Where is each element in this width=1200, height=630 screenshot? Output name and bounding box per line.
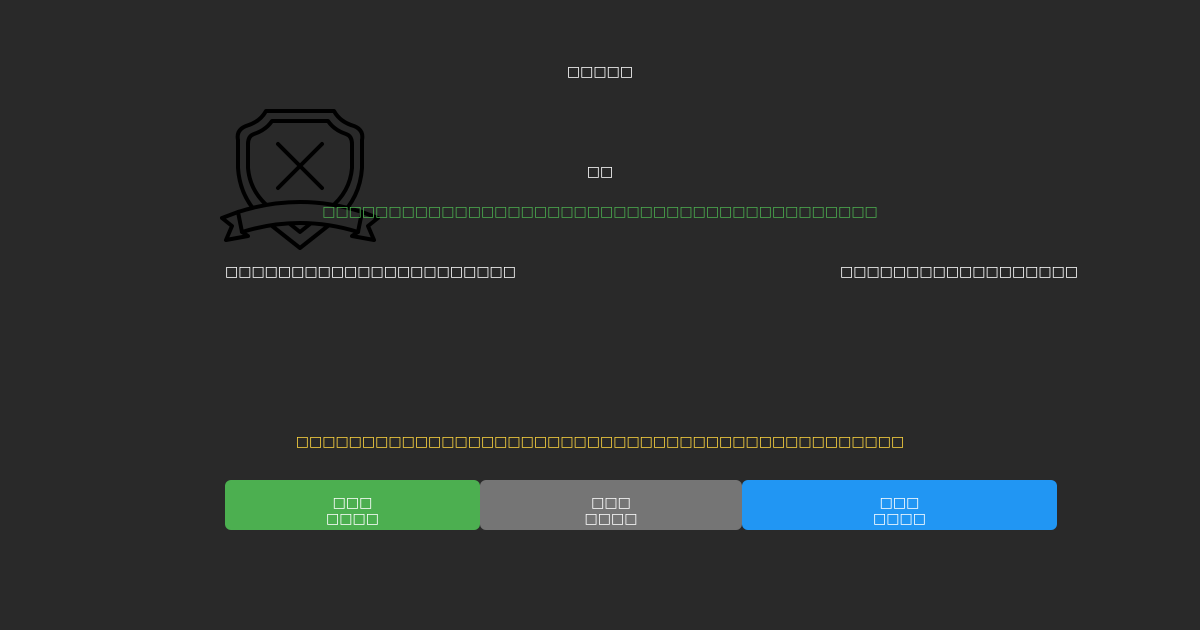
action-button-2-line1: □□□ (591, 495, 631, 511)
action-button-2[interactable]: □□□ □□□□ (480, 480, 742, 530)
right-caption: □□□□□□□□□□□□□□□□□□ (840, 264, 1079, 280)
action-button-3-line2: □□□□ (873, 511, 926, 527)
action-button-1[interactable]: □□□ □□□□ (225, 480, 480, 530)
action-button-1-line2: □□□□ (326, 511, 379, 527)
shield-x-icon (218, 106, 382, 252)
left-caption: □□□□□□□□□□□□□□□□□□□□□□ (225, 264, 517, 280)
action-button-1-line1: □□□ (332, 495, 373, 511)
page-title: □□□□□ (566, 64, 634, 80)
action-button-2-line2: □□□□ (584, 511, 638, 527)
action-button-3-line1: □□□ (879, 495, 920, 511)
warning-text: □□□□□□□□□□□□□□□□□□□□□□□□□□□□□□□□□□□□□□□□… (295, 434, 905, 450)
status-heading: □□ (586, 164, 614, 180)
status-message: □□□□□□□□□□□□□□□□□□□□□□□□□□□□□□□□□□□□□□□□… (322, 204, 878, 220)
action-button-3[interactable]: □□□ □□□□ (742, 480, 1057, 530)
